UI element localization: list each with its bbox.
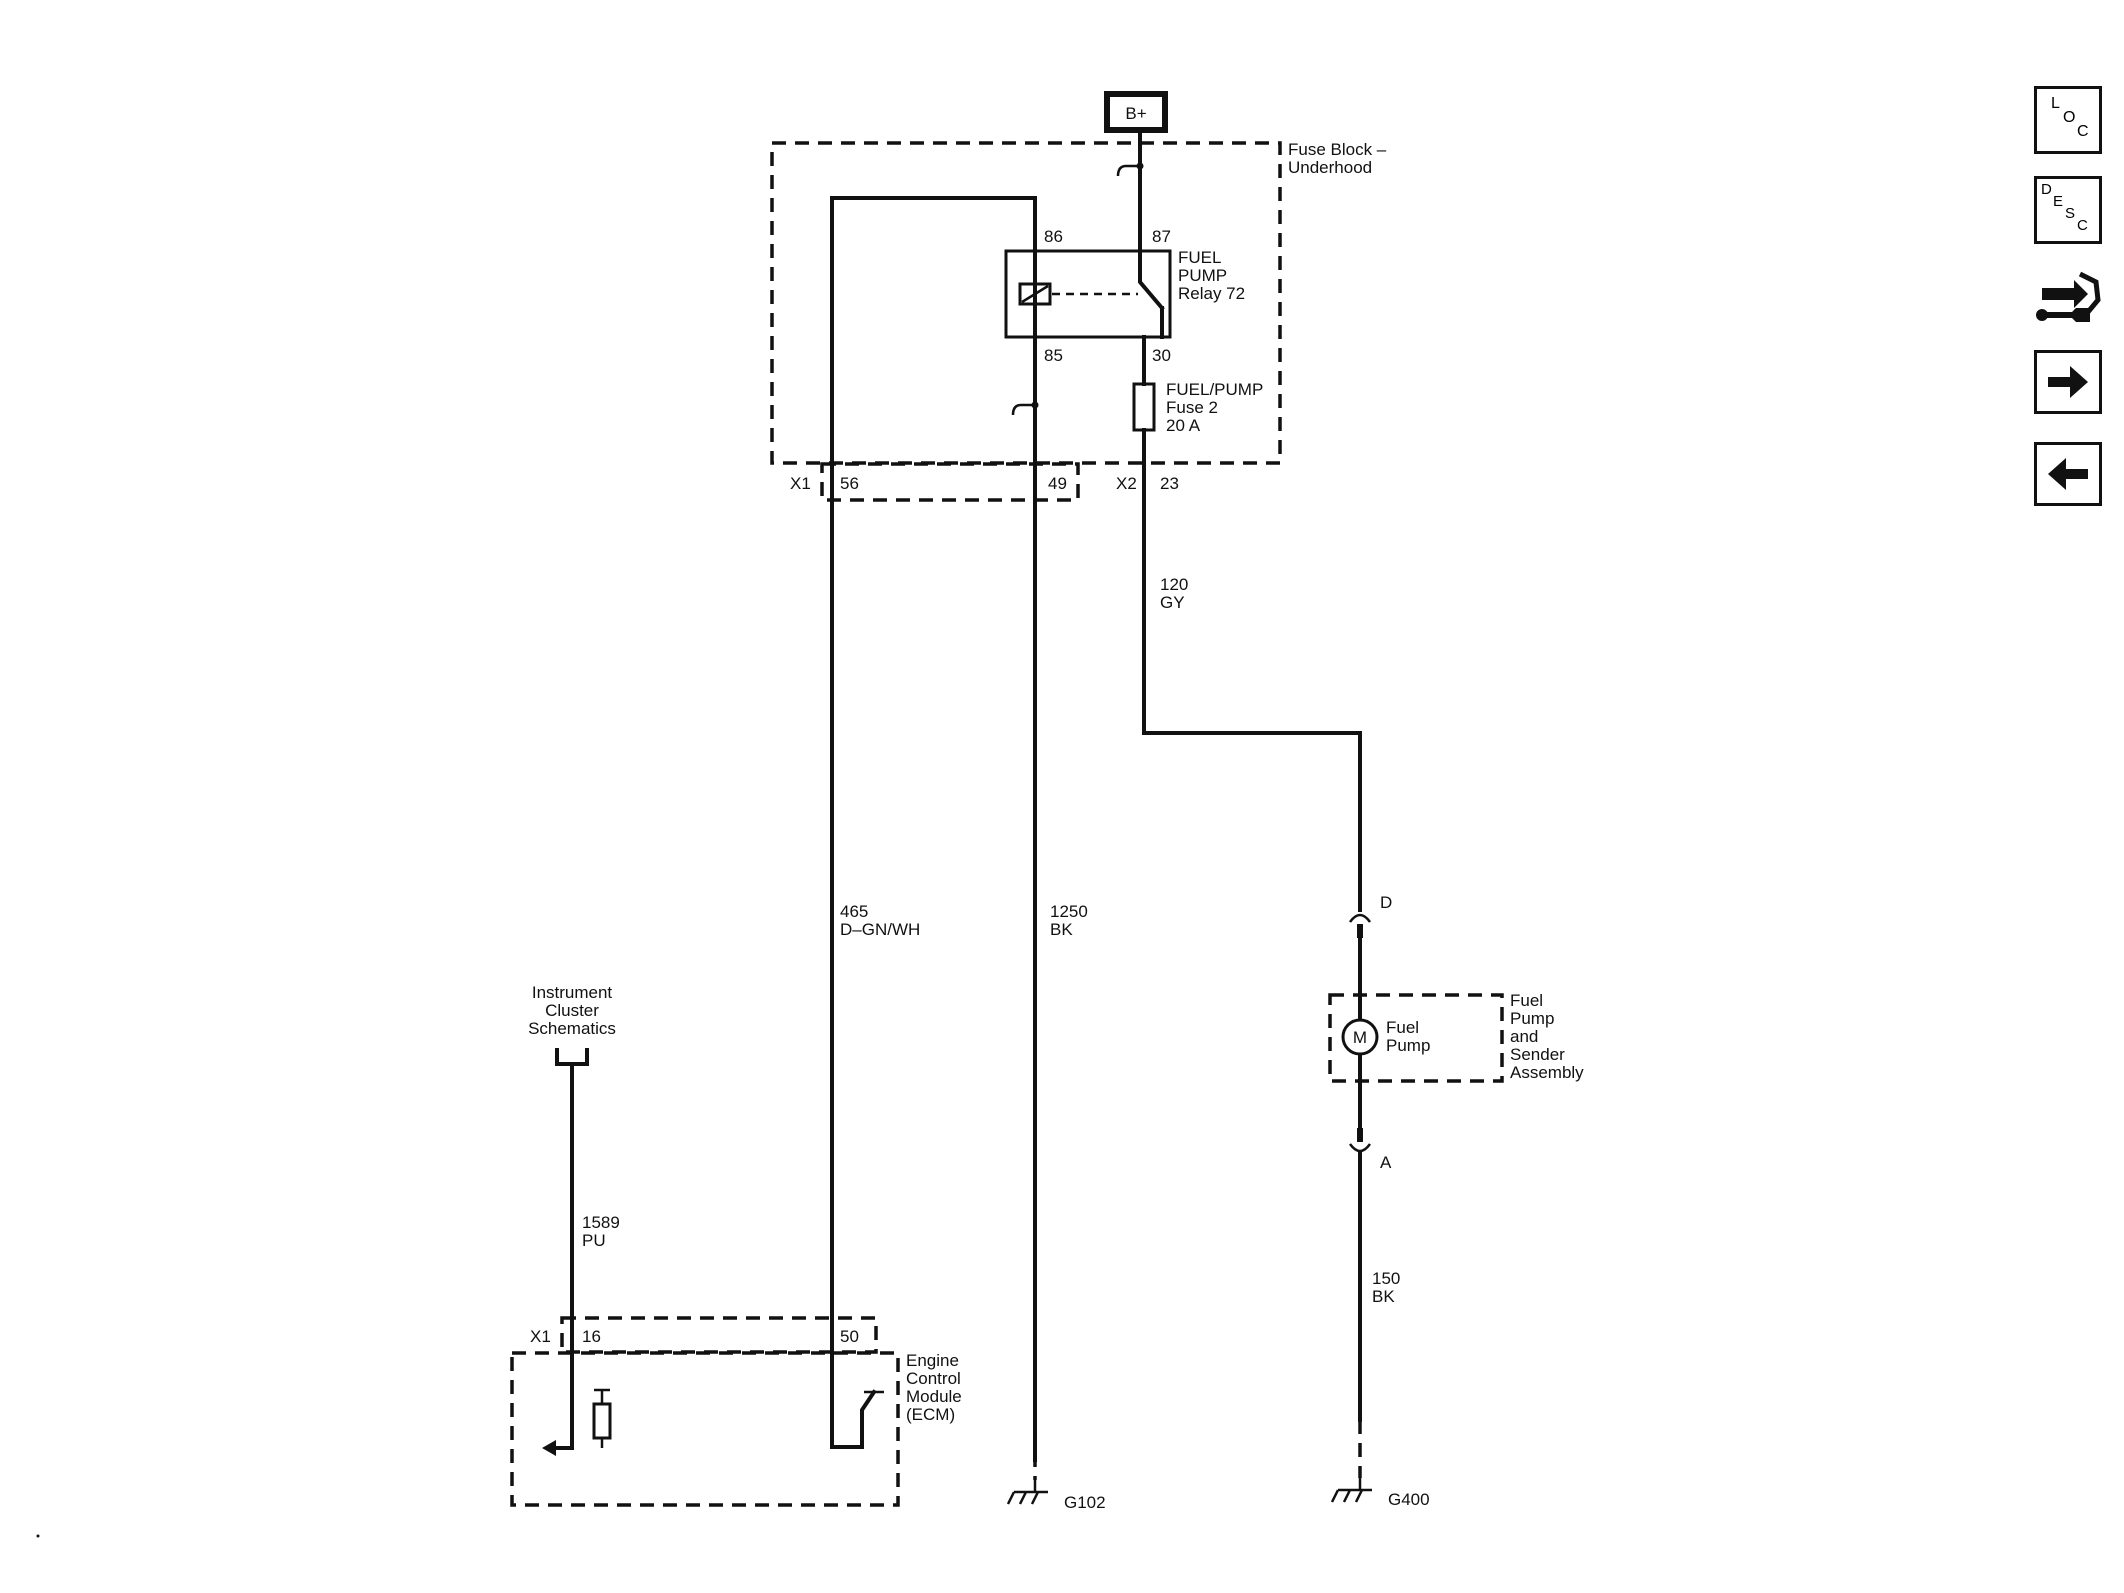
- ecm-x1-connector: [560, 1316, 878, 1354]
- fuel-pump-label-2: Pump: [1386, 1036, 1430, 1055]
- desc-icon-s: S: [2065, 205, 2076, 222]
- fuel-pump-label-1: Fuel: [1386, 1018, 1419, 1037]
- ecm-outline: [510, 1351, 900, 1507]
- pump-connector-a-label: A: [1380, 1153, 1392, 1172]
- ground-g102-icon: [1006, 1480, 1048, 1505]
- fuse-label-2: Fuse 2: [1166, 398, 1218, 417]
- ground-g400-label: G400: [1388, 1490, 1430, 1509]
- bplus-splice-mark: [1116, 164, 1140, 177]
- coil-splice-dot: [1031, 401, 1039, 409]
- desc-icon-d: D: [2041, 181, 2052, 198]
- wire-120-color: GY: [1160, 593, 1185, 612]
- relay-pin-30: 30: [1152, 346, 1171, 365]
- connector-wrench-icon: [2036, 271, 2101, 322]
- wire-1589-color: PU: [582, 1231, 606, 1250]
- instrument-cluster-connector-icon: [555, 1048, 589, 1066]
- fuel-pump-motor-symbol: M: [1353, 1028, 1367, 1047]
- fuse-block-title: Fuse Block –: [1288, 140, 1387, 159]
- fuse-block-x2-label: X2: [1116, 474, 1137, 493]
- loc-icon-c: C: [2077, 123, 2089, 140]
- ecm-pin50: 50: [840, 1327, 859, 1346]
- relay-pin-85: 85: [1044, 346, 1063, 365]
- fuel-pump-motor-icon: [1341, 1018, 1379, 1056]
- wire-1250-color: BK: [1050, 920, 1073, 939]
- wire-465-color: D–GN/WH: [840, 920, 920, 939]
- desc-icon-c: C: [2077, 217, 2088, 234]
- ecm-resistor-icon: [592, 1402, 612, 1440]
- wire-465-dgn-wh: [830, 196, 1037, 1449]
- pump-connector-a-icon: [1348, 1143, 1372, 1153]
- wire-150-number: 150: [1372, 1269, 1400, 1288]
- coil-splice-mark: [1011, 403, 1035, 416]
- wire-1589-pu: [548, 1062, 574, 1450]
- loc-icon-o: O: [2063, 109, 2076, 126]
- wire-465-number: 465: [840, 902, 868, 921]
- fuse-label-1: FUEL/PUMP: [1166, 380, 1263, 399]
- relay-pin-86: 86: [1044, 227, 1063, 246]
- loc-icon-l: L: [2051, 95, 2060, 112]
- bplus-splice-dot: [1136, 162, 1144, 170]
- fuse-block-x1-connector: [820, 462, 1080, 502]
- ground-g400-icon: [1330, 1478, 1372, 1503]
- desc-icon-e: E: [2053, 193, 2064, 210]
- relay-label-2: PUMP: [1178, 266, 1227, 285]
- fuse-block-x1-pin56: 56: [840, 474, 859, 493]
- arrow-right-icon: [2048, 366, 2088, 398]
- assembly-label-5: Assembly: [1510, 1063, 1584, 1082]
- ecm-pin16: 16: [582, 1327, 601, 1346]
- ground-g102-label: G102: [1064, 1493, 1106, 1512]
- connector-tool-button[interactable]: [2034, 266, 2102, 332]
- assembly-label-2: Pump: [1510, 1009, 1554, 1028]
- relay-pin-87: 87: [1152, 227, 1171, 246]
- ecm-label-3: Module: [906, 1387, 962, 1406]
- wire-1250-number: 1250: [1050, 902, 1088, 921]
- fuse-icon: [1132, 382, 1156, 432]
- corner-dot: [36, 1534, 40, 1538]
- nav-toolbar: L O C D E S C: [2034, 86, 2106, 506]
- wire-1589-number: 1589: [582, 1213, 620, 1232]
- fuel-pump-assembly-outline: [1328, 993, 1504, 1083]
- relay-box: [1004, 249, 1172, 339]
- fuse-block-x1-pin49: 49: [1048, 474, 1067, 493]
- battery-source-label: B+: [1125, 104, 1146, 123]
- relay-switch-icon: [1138, 248, 1165, 339]
- pump-connector-d-pin: [1357, 924, 1363, 938]
- wire-120-number: 120: [1160, 575, 1188, 594]
- wire-150-color: BK: [1372, 1287, 1395, 1306]
- signal-arrow-icon: [542, 1440, 556, 1456]
- instrument-cluster-label-1[interactable]: Instrument: [532, 983, 613, 1002]
- assembly-label-4: Sender: [1510, 1045, 1565, 1064]
- pump-connector-d-icon: [1348, 913, 1372, 923]
- ecm-label-4: (ECM): [906, 1405, 955, 1424]
- fuse-block-outline: [770, 141, 1282, 465]
- relay-label-3: Relay 72: [1178, 284, 1245, 303]
- assembly-label-1: Fuel: [1510, 991, 1543, 1010]
- arrow-left-icon: [2048, 458, 2088, 490]
- ecm-label-2: Control: [906, 1369, 961, 1388]
- fuse-block-subtitle: Underhood: [1288, 158, 1372, 177]
- relay-label-1: FUEL: [1178, 248, 1221, 267]
- pump-connector-d-label: D: [1380, 893, 1392, 912]
- instrument-cluster-label-2[interactable]: Cluster: [545, 1001, 599, 1020]
- fuse-label-3: 20 A: [1166, 416, 1201, 435]
- fuse-block-x1-label: X1: [790, 474, 811, 493]
- ecm-switch-icon: [860, 1389, 877, 1434]
- next-button[interactable]: [2034, 350, 2102, 414]
- wire-120-to-pump: [1142, 731, 1362, 912]
- pump-connector-a-pin: [1357, 1128, 1363, 1142]
- assembly-label-3: and: [1510, 1027, 1538, 1046]
- desc-button[interactable]: D E S C: [2034, 176, 2102, 244]
- previous-button[interactable]: [2034, 442, 2102, 506]
- fuse-block-x2-pin23: 23: [1160, 474, 1179, 493]
- ecm-label-1: Engine: [906, 1351, 959, 1370]
- loc-button[interactable]: L O C: [2034, 86, 2102, 154]
- battery-source: B+: [1104, 91, 1168, 133]
- instrument-cluster-label-3[interactable]: Schematics: [528, 1019, 616, 1038]
- ecm-x1-label: X1: [530, 1327, 551, 1346]
